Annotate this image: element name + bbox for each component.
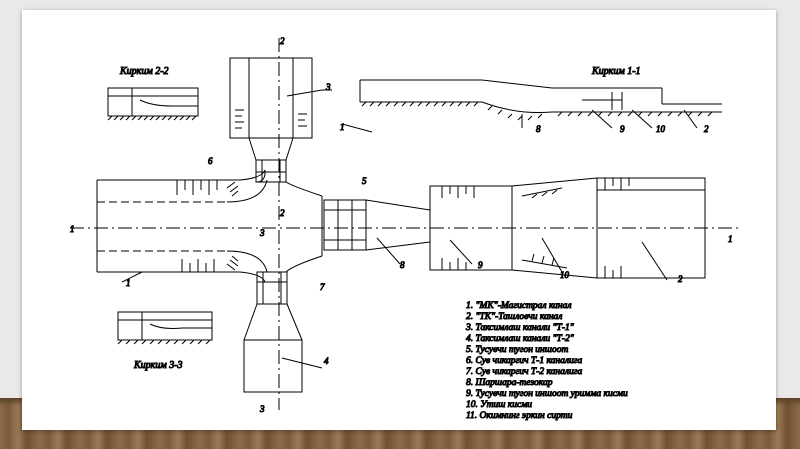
legend-item: 6. Сув чикаргич Т-1 каналига — [466, 356, 582, 366]
section-2-2-drawing — [107, 87, 199, 121]
label-2-mid: 2 — [280, 208, 285, 218]
section-3-3-title: Кирким 3-3 — [133, 360, 183, 371]
legend: 1. "МК"-Магистрал канал 2. "ТК"-Ташловчи… — [465, 301, 629, 422]
label-1-axis: 1 — [70, 224, 75, 234]
section-1-1-drawing — [359, 79, 722, 121]
legend-item: 5. Тусувчи тугон иншоот — [466, 345, 568, 355]
main-canal — [96, 169, 268, 283]
slide: Кирким 2-2 Кирким 1-1 Кирким 3-3 3 2 1 8… — [22, 10, 776, 430]
label-6: 6 — [208, 156, 213, 166]
label-2-right: 2 — [678, 274, 683, 284]
label-10: 10 — [560, 270, 570, 280]
label-1-axis-right: 1 — [728, 234, 733, 244]
section-3-3-drawing — [117, 311, 213, 345]
legend-item: 7. Сув чикаргич Т-2 каналига — [466, 367, 582, 377]
label-3: 3 — [325, 82, 331, 92]
label-8: 8 — [400, 260, 405, 270]
label-1-section: 1 — [340, 122, 345, 132]
leader-lines — [121, 89, 698, 369]
legend-item: 10. Утиш кисми — [466, 400, 532, 410]
label-3-bottom: 3 — [259, 404, 265, 414]
label-8-section: 8 — [536, 124, 541, 134]
label-1-main: 1 — [126, 278, 131, 288]
label-3-mid: 3 — [259, 228, 265, 238]
label-2-top: 2 — [280, 36, 285, 46]
legend-item: 4. Таксимлаш канали "Т-2" — [466, 334, 575, 344]
canal-t1 — [229, 57, 323, 197]
legend-item: 8. Шаршара-тезокар — [466, 378, 553, 388]
legend-item: 9. Тусувчи тугон иншоот уримма кисми — [466, 389, 628, 399]
canal-t2 — [243, 255, 323, 393]
legend-item: 1. "МК"-Магистрал канал — [466, 301, 572, 311]
label-9: 9 — [478, 260, 483, 270]
label-7: 7 — [320, 282, 325, 292]
legend-item: 11. Окимнинг эркин сирти — [466, 411, 573, 421]
label-10-section: 10 — [656, 124, 666, 134]
legend-item: 2. "ТК"-Ташловчи канал — [466, 312, 562, 322]
canal-diagram: Кирким 2-2 Кирким 1-1 Кирким 3-3 3 2 1 8… — [70, 36, 740, 422]
label-5: 5 — [362, 176, 367, 186]
section-2-2-title: Кирким 2-2 — [119, 66, 169, 77]
label-2-section: 2 — [704, 124, 709, 134]
label-9-section: 9 — [620, 124, 625, 134]
label-4: 4 — [324, 356, 329, 366]
section-1-1-title: Кирким 1-1 — [591, 66, 641, 77]
drop-structure — [321, 196, 431, 256]
legend-item: 3. Таксимлаш канали "Т-1" — [465, 323, 575, 333]
